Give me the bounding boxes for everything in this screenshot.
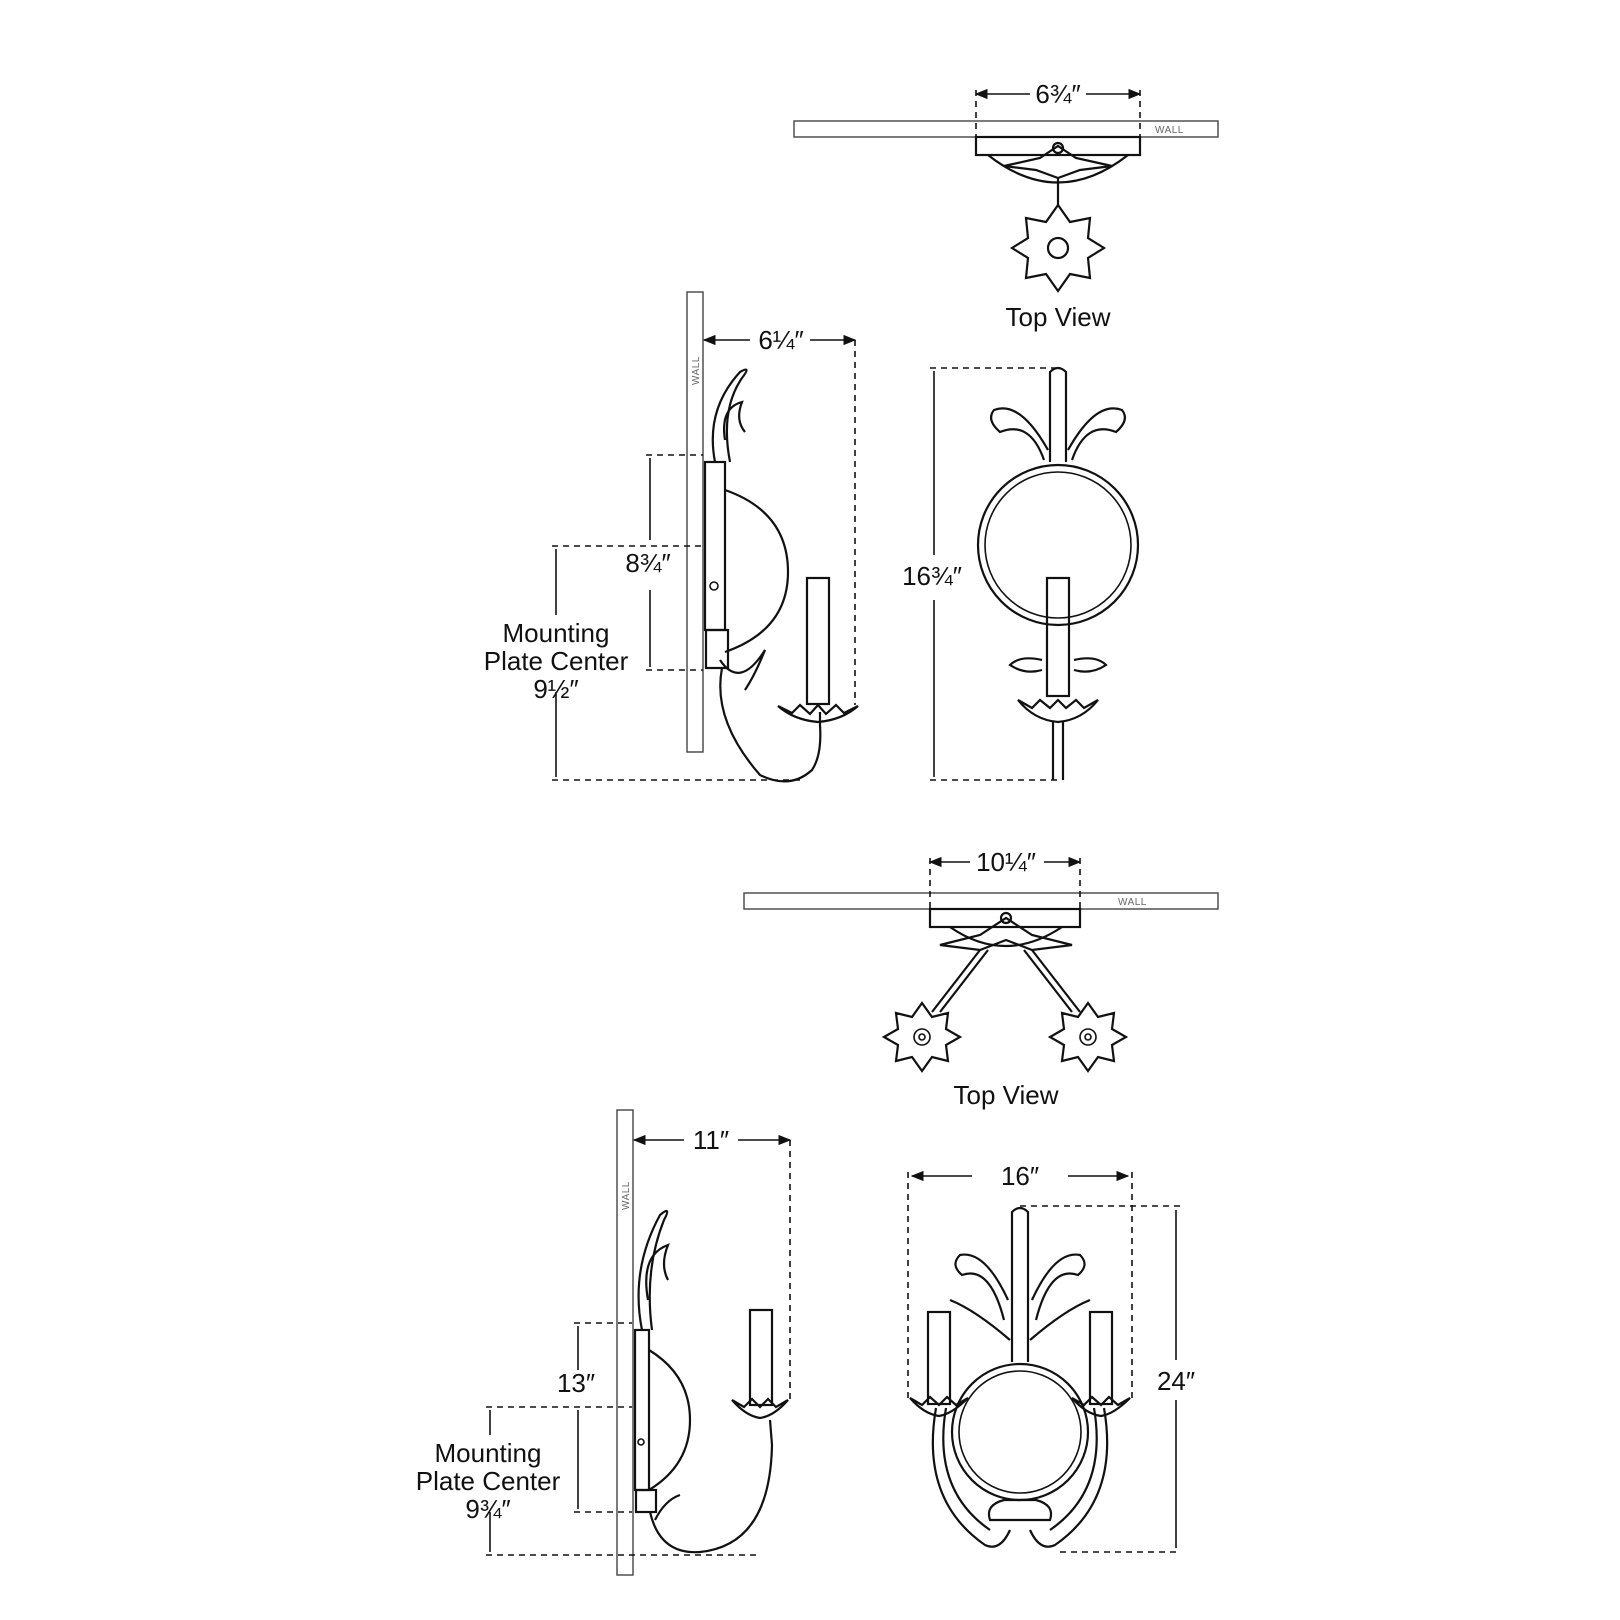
width-dimension-label: 16″ (1001, 1161, 1039, 1191)
projection-dimension-label: 6¼″ (758, 325, 803, 355)
height-dimension-label: 16¾″ (902, 561, 962, 591)
mounting-label: Plate Center (416, 1466, 561, 1496)
wall-label: WALL (1155, 125, 1184, 136)
wall-hatch (743, 892, 1219, 910)
top-view-caption: Top View (953, 1080, 1058, 1110)
wall-hatch (616, 1109, 634, 1576)
backplate-dimension-label: 13″ (557, 1368, 595, 1398)
wall-label: WALL (691, 356, 702, 385)
wall-label: WALL (1118, 897, 1147, 908)
candle-cup-icon (1047, 1001, 1129, 1073)
mounting-dimension-label: 9½″ (533, 674, 578, 704)
top-view-caption: Top View (1005, 302, 1110, 332)
mounting-label: Mounting (503, 618, 610, 648)
double-top-view: WALL 10¼″ Top View (743, 847, 1219, 1110)
single-front-view: 16¾″ (902, 366, 1140, 781)
projection-dimension-label: 11″ (693, 1125, 729, 1155)
double-side-view: WALL 11″ 13″ Mounting Plate Center 9¾″ (416, 1109, 792, 1576)
width-dimension-label: 6¾″ (1035, 79, 1080, 109)
backplate-dimension-label: 8¾″ (625, 548, 670, 578)
candle-cup-icon (1009, 203, 1107, 293)
single-top-view: WALL 6¾″ Top View (793, 79, 1219, 332)
wall-label: WALL (621, 1181, 632, 1210)
width-dimension-label: 10¼″ (976, 847, 1036, 877)
wall-hatch (686, 291, 704, 753)
double-front-view: 16″ 24″ (907, 1161, 1195, 1553)
height-dimension-label: 24″ (1157, 1366, 1195, 1396)
mounting-label: Plate Center (484, 646, 629, 676)
candle-cup-icon (881, 1001, 963, 1073)
single-side-view: WALL 6¼″ 8¾″ Mounting Plate Center 9½″ (484, 291, 859, 783)
mounting-dimension-label: 9¾″ (465, 1494, 510, 1524)
mounting-label: Mounting (435, 1438, 542, 1468)
